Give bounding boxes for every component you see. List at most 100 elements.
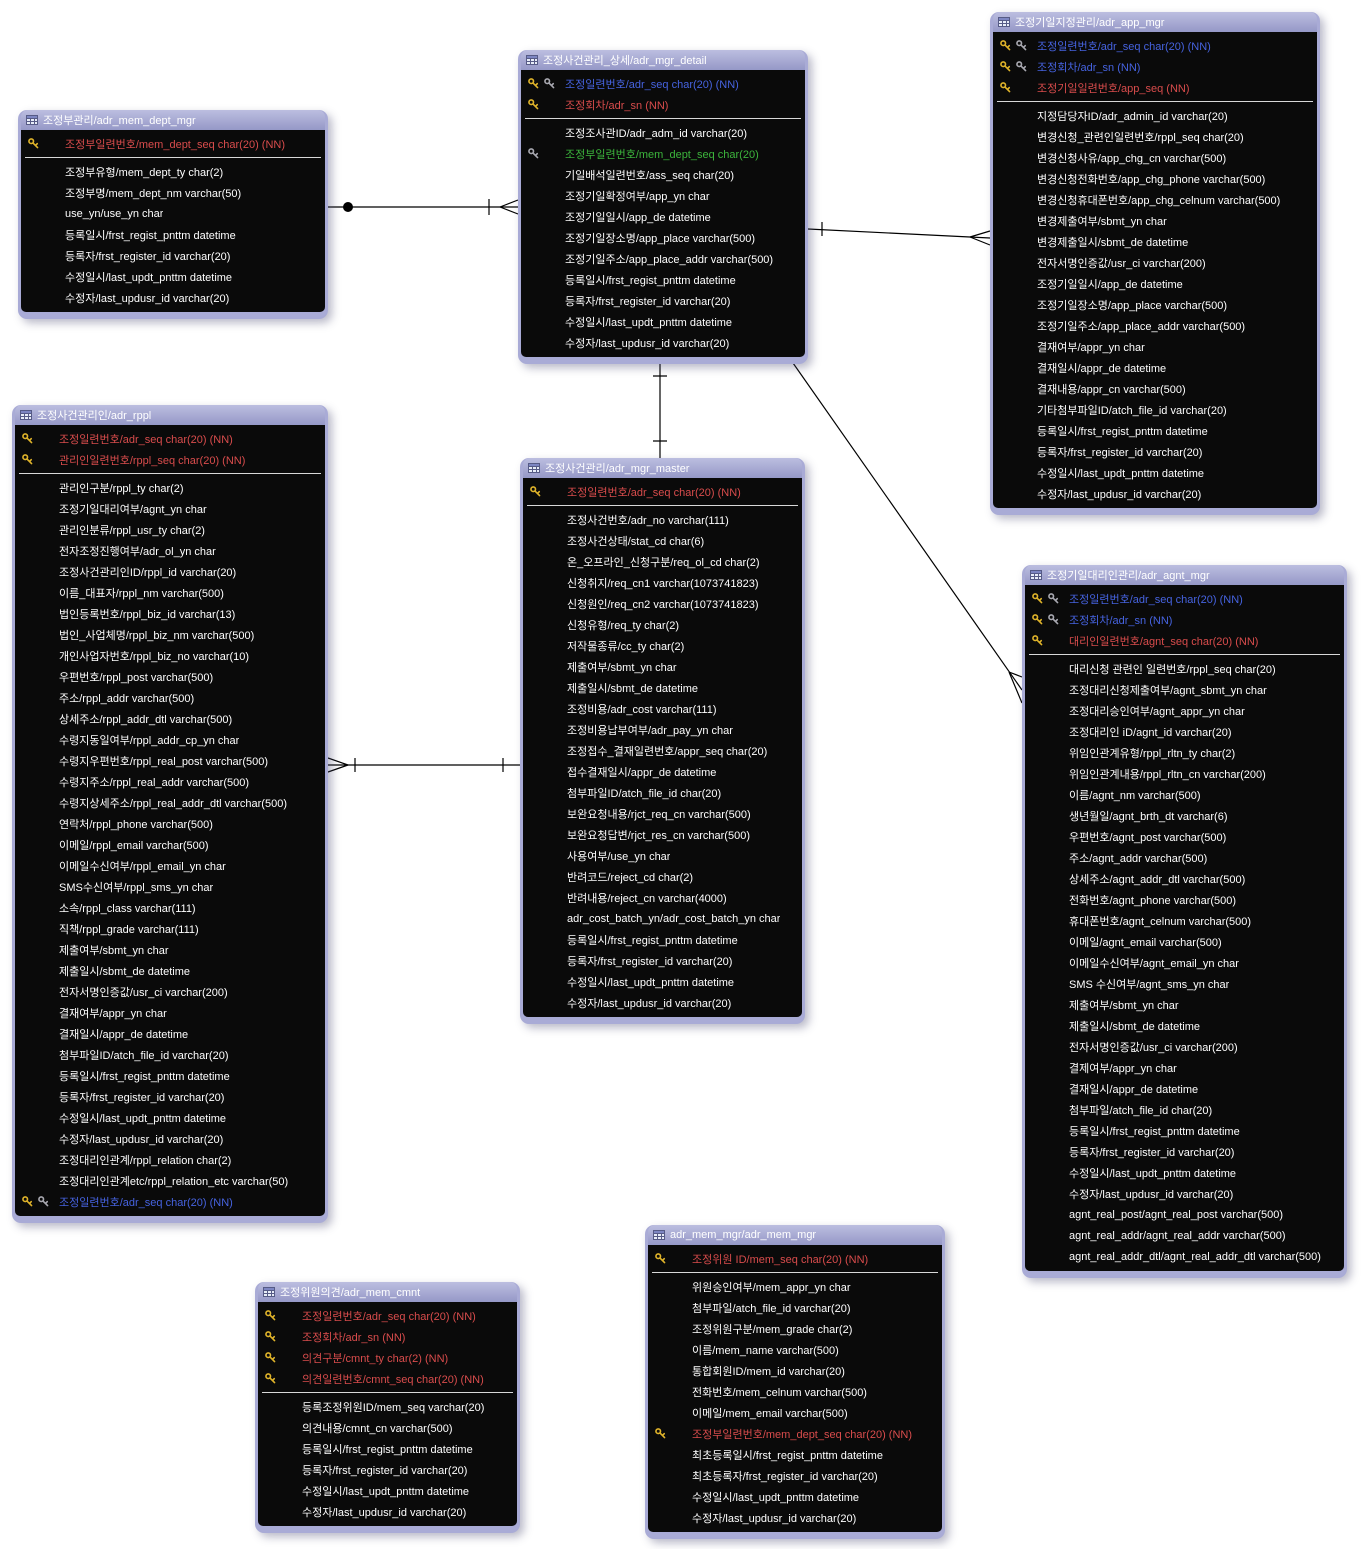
relationship-detail-app[interactable]	[807, 228, 991, 239]
column-row[interactable]: agnt_real_addr/agnt_real_addr varchar(50…	[1025, 1225, 1344, 1246]
column-row[interactable]: 조정기일일시/app_de datetime	[993, 273, 1317, 294]
column-row[interactable]: 기일배석일련번호/ass_seq char(20)	[521, 164, 805, 185]
column-row[interactable]: 수정자/last_updusr_id varchar(20)	[523, 992, 802, 1013]
column-row[interactable]: 위임인관계유형/rppl_rltn_ty char(2)	[1025, 742, 1344, 763]
column-row[interactable]: 위임인관계내용/rppl_rltn_cn varchar(200)	[1025, 763, 1344, 784]
column-row[interactable]: 등록자/frst_register_id varchar(20)	[258, 1459, 517, 1480]
column-row[interactable]: 신청유형/req_ty char(2)	[523, 614, 802, 635]
column-row[interactable]: 이름/mem_name varchar(500)	[648, 1339, 942, 1360]
column-row[interactable]: 등록조정위원ID/mem_seq varchar(20)	[258, 1396, 517, 1417]
column-row[interactable]: 상세주소/rppl_addr_dtl varchar(500)	[15, 708, 325, 729]
column-row[interactable]: 개인사업자번호/rppl_biz_no varchar(10)	[15, 645, 325, 666]
column-row[interactable]: 첨부파일/atch_file_id varchar(20)	[648, 1297, 942, 1318]
relationship-detail-agnt[interactable]	[1008, 671, 1023, 704]
column-row[interactable]: 조정회차/adr_sn (NN)	[521, 94, 805, 115]
column-row[interactable]: 조정기일장소명/app_place varchar(500)	[993, 294, 1317, 315]
column-row[interactable]: 조정회차/adr_sn (NN)	[993, 56, 1317, 77]
column-row[interactable]: 조정부일련번호/mem_dept_seq char(20)	[521, 143, 805, 164]
column-row[interactable]: 기타첨부파일ID/atch_file_id varchar(20)	[993, 399, 1317, 420]
entity-adr_agnt_mgr[interactable]: 조정기일대리인관리/adr_agnt_mgr 조정일련번호/adr_seq cha…	[1022, 565, 1347, 1278]
entity-adr_app_mgr[interactable]: 조정기일지정관리/adr_app_mgr 조정일련번호/adr_seq char(…	[990, 12, 1320, 515]
column-row[interactable]: 조정일련번호/adr_seq char(20) (NN)	[15, 1191, 325, 1212]
column-row[interactable]: 조정위원 ID/mem_seq char(20) (NN)	[648, 1248, 942, 1269]
column-row[interactable]: 반려코드/reject_cd char(2)	[523, 866, 802, 887]
column-row[interactable]: 의견일련번호/cmnt_seq char(20) (NN)	[258, 1368, 517, 1389]
column-row[interactable]: 수정일시/last_updt_pnttm datetime	[258, 1480, 517, 1501]
column-row[interactable]: 조정접수_결재일련번호/appr_seq char(20)	[523, 740, 802, 761]
column-row[interactable]: 주소/agnt_addr varchar(500)	[1025, 847, 1344, 868]
column-row[interactable]: 우편번호/agnt_post varchar(500)	[1025, 826, 1344, 847]
column-row[interactable]: 이름/agnt_nm varchar(500)	[1025, 784, 1344, 805]
column-row[interactable]: 반려내용/reject_cn varchar(4000)	[523, 887, 802, 908]
column-row[interactable]: 조정부일련번호/mem_dept_seq char(20) (NN)	[21, 133, 325, 154]
column-row[interactable]: 조정부일련번호/mem_dept_seq char(20) (NN)	[648, 1423, 942, 1444]
column-row[interactable]: 생년월일/agnt_brth_dt varchar(6)	[1025, 805, 1344, 826]
column-row[interactable]: 이메일/agnt_email varchar(500)	[1025, 931, 1344, 952]
column-row[interactable]: 제출여부/sbmt_yn char	[15, 939, 325, 960]
column-row[interactable]: 첨부파일ID/atch_file_id char(20)	[523, 782, 802, 803]
entity-header[interactable]: 조정부관리/adr_mem_dept_mgr	[21, 110, 325, 130]
column-row[interactable]: 최초등록자/frst_register_id varchar(20)	[648, 1465, 942, 1486]
column-row[interactable]: 조정일련번호/adr_seq char(20) (NN)	[258, 1305, 517, 1326]
column-row[interactable]: 등록일시/frst_regist_pnttm datetime	[21, 224, 325, 245]
column-row[interactable]: 수정일시/last_updt_pnttm datetime	[15, 1107, 325, 1128]
column-row[interactable]: 제출일시/sbmt_de datetime	[1025, 1015, 1344, 1036]
column-row[interactable]: 수령지상세주소/rppl_real_addr_dtl varchar(500)	[15, 792, 325, 813]
column-row[interactable]: 조정일련번호/adr_seq char(20) (NN)	[521, 73, 805, 94]
column-row[interactable]: 소속/rppl_class varchar(111)	[15, 897, 325, 918]
column-row[interactable]: 조정사건관리인ID/rppl_id varchar(20)	[15, 561, 325, 582]
column-row[interactable]: 이메일/mem_email varchar(500)	[648, 1402, 942, 1423]
column-row[interactable]: 신청취지/req_cn1 varchar(1073741823)	[523, 572, 802, 593]
column-row[interactable]: 등록일시/frst_regist_pnttm datetime	[523, 929, 802, 950]
column-row[interactable]: 수정자/last_updusr_id varchar(20)	[21, 287, 325, 308]
column-row[interactable]: 조정사건번호/adr_no varchar(111)	[523, 509, 802, 530]
column-row[interactable]: 의견내용/cmnt_cn varchar(500)	[258, 1417, 517, 1438]
column-row[interactable]: 신청원인/req_cn2 varchar(1073741823)	[523, 593, 802, 614]
column-row[interactable]: 제출일시/sbmt_de datetime	[523, 677, 802, 698]
column-row[interactable]: 조정조사관ID/adr_adm_id varchar(20)	[521, 122, 805, 143]
column-row[interactable]: 조정일련번호/adr_seq char(20) (NN)	[1025, 588, 1344, 609]
column-row[interactable]: 관리인일련번호/rppl_seq char(20) (NN)	[15, 449, 325, 470]
column-row[interactable]: agnt_real_addr_dtl/agnt_real_addr_dtl va…	[1025, 1246, 1344, 1267]
column-row[interactable]: 조정대리인관계etc/rppl_relation_etc varchar(50)	[15, 1170, 325, 1191]
column-row[interactable]: 수정자/last_updusr_id varchar(20)	[1025, 1183, 1344, 1204]
column-row[interactable]: 조정대리인 iD/agnt_id varchar(20)	[1025, 721, 1344, 742]
entity-header[interactable]: adr_mem_mgr/adr_mem_mgr	[648, 1225, 942, 1245]
relationship-dept-detail[interactable]	[488, 199, 519, 215]
column-row[interactable]: 우편번호/rppl_post varchar(500)	[15, 666, 325, 687]
column-row[interactable]: 법인_사업체명/rppl_biz_nm varchar(500)	[15, 624, 325, 645]
column-row[interactable]: 조정부유형/mem_dept_ty char(2)	[21, 161, 325, 182]
column-row[interactable]: 위원승인여부/mem_appr_yn char	[648, 1276, 942, 1297]
column-row[interactable]: 대리인일련번호/agnt_seq char(20) (NN)	[1025, 630, 1344, 651]
column-row[interactable]: 이메일수신여부/agnt_email_yn char	[1025, 952, 1344, 973]
column-row[interactable]: 조정대리신청제출여부/agnt_sbmt_yn char	[1025, 679, 1344, 700]
column-row[interactable]: 결재일시/appr_de datetime	[15, 1023, 325, 1044]
column-row[interactable]: 보완요청내용/rjct_req_cn varchar(500)	[523, 803, 802, 824]
column-row[interactable]: 등록일시/frst_regist_pnttm datetime	[15, 1065, 325, 1086]
column-row[interactable]: 조정대리인관계/rppl_relation char(2)	[15, 1149, 325, 1170]
column-row[interactable]: 등록자/frst_register_id varchar(20)	[521, 290, 805, 311]
column-row[interactable]: 조정비용납부여부/adr_pay_yn char	[523, 719, 802, 740]
column-row[interactable]: 변경제출일시/sbmt_de datetime	[993, 231, 1317, 252]
column-row[interactable]: 변경신청휴대폰번호/app_chg_celnum varchar(500)	[993, 189, 1317, 210]
column-row[interactable]: 조정기일대리여부/agnt_yn char	[15, 498, 325, 519]
column-row[interactable]: SMS수신여부/rppl_sms_yn char	[15, 876, 325, 897]
column-row[interactable]: 수정자/last_updusr_id varchar(20)	[258, 1501, 517, 1522]
entity-header[interactable]: 조정기일지정관리/adr_app_mgr	[993, 12, 1317, 32]
column-row[interactable]: 수정자/last_updusr_id varchar(20)	[15, 1128, 325, 1149]
column-row[interactable]: 결제여부/appr_yn char	[1025, 1057, 1344, 1078]
entity-header[interactable]: 조정기일대리인관리/adr_agnt_mgr	[1025, 565, 1344, 585]
column-row[interactable]: 전자서명인증값/usr_ci varchar(200)	[993, 252, 1317, 273]
column-row[interactable]: 이메일수신여부/rppl_email_yn char	[15, 855, 325, 876]
column-row[interactable]: 전화번호/mem_celnum varchar(500)	[648, 1381, 942, 1402]
column-row[interactable]: 수정자/last_updusr_id varchar(20)	[521, 332, 805, 353]
column-row[interactable]: 수정일시/last_updt_pnttm datetime	[648, 1486, 942, 1507]
column-row[interactable]: 이메일/rppl_email varchar(500)	[15, 834, 325, 855]
entity-adr_mem_dept_mgr[interactable]: 조정부관리/adr_mem_dept_mgr 조정부일련번호/mem_dept_s…	[18, 110, 328, 319]
column-row[interactable]: 수정일시/last_updt_pnttm datetime	[21, 266, 325, 287]
column-row[interactable]: 조정일련번호/adr_seq char(20) (NN)	[993, 35, 1317, 56]
column-row[interactable]: 저작물종류/cc_ty char(2)	[523, 635, 802, 656]
